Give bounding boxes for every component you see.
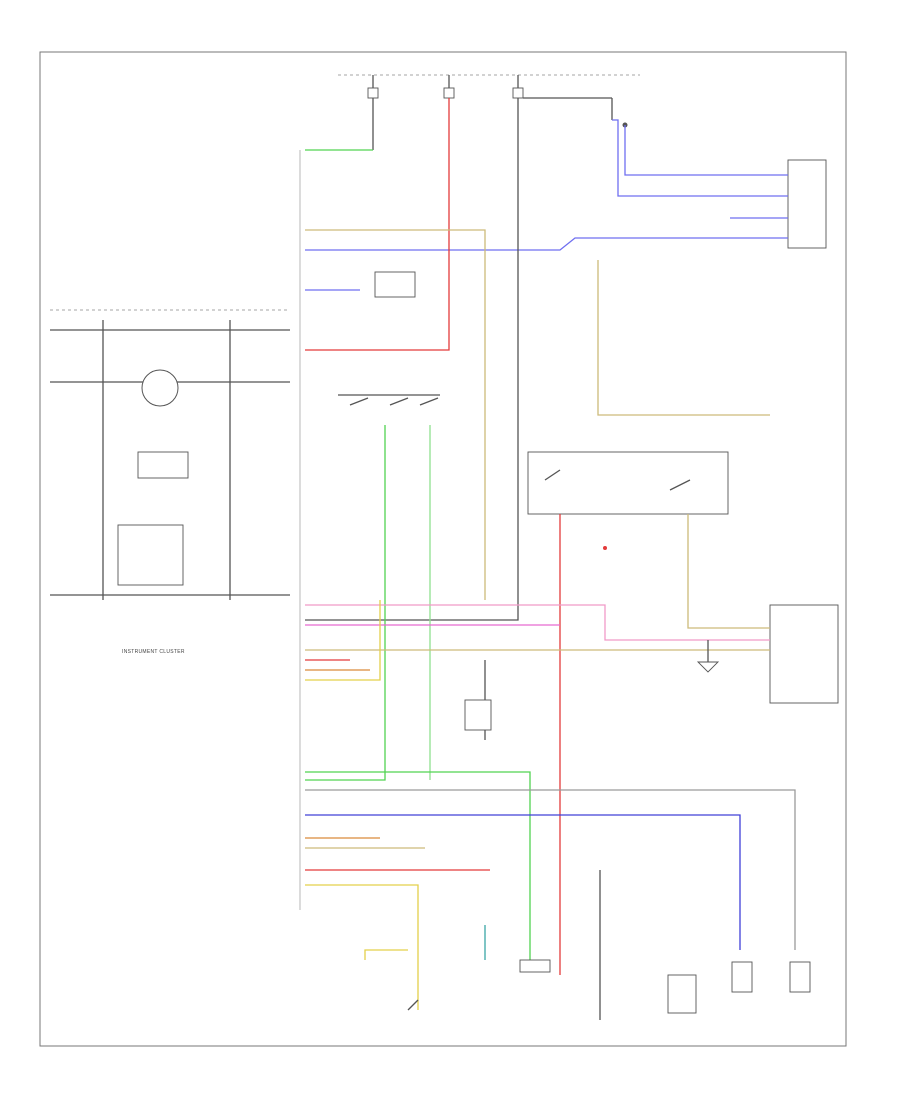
blue-wires-top-right [305, 119, 788, 251]
module-top-right [787, 159, 827, 249]
cluster-gauge [141, 369, 179, 407]
yellow-wire-low [305, 600, 381, 681]
sensor-bottom-2 [407, 999, 419, 1011]
fuse-top-right [512, 75, 524, 99]
switch-pair-mid [338, 394, 440, 406]
relay-top-right [523, 97, 628, 128]
pink-wire-1 [305, 604, 770, 641]
dark-blue-wire [305, 814, 741, 950]
sensor-bottom-5 [667, 974, 697, 1014]
grey-wire [305, 789, 796, 950]
fuse-top-mid [443, 75, 455, 99]
switch-bottom-mid [464, 660, 492, 740]
red-wire-1 [305, 98, 450, 351]
diagram-frame [39, 51, 847, 1047]
green-wire-3 [305, 771, 531, 960]
sensor-bottom-1 [364, 949, 408, 960]
sensor-bottom-6 [731, 961, 811, 993]
switch-box-right [527, 451, 729, 515]
yellow-wire-bottom [305, 884, 419, 1010]
cluster-module [137, 451, 189, 479]
tan-wire-1 [305, 229, 486, 600]
small-box-mid [374, 271, 416, 298]
ground-right [696, 640, 720, 673]
tan-wire-3 [687, 514, 770, 629]
fuse-top-left [367, 75, 379, 150]
instrument-cluster: INSTRUMENT CLUSTER [50, 320, 290, 655]
instrument-cluster-label: INSTRUMENT CLUSTER [122, 649, 185, 655]
connector-right [769, 604, 839, 704]
sensor-bottom-3 [519, 959, 551, 973]
green-wire-2 [305, 425, 386, 781]
black-wire-1 [305, 98, 519, 621]
tan-wire-right [597, 260, 770, 416]
